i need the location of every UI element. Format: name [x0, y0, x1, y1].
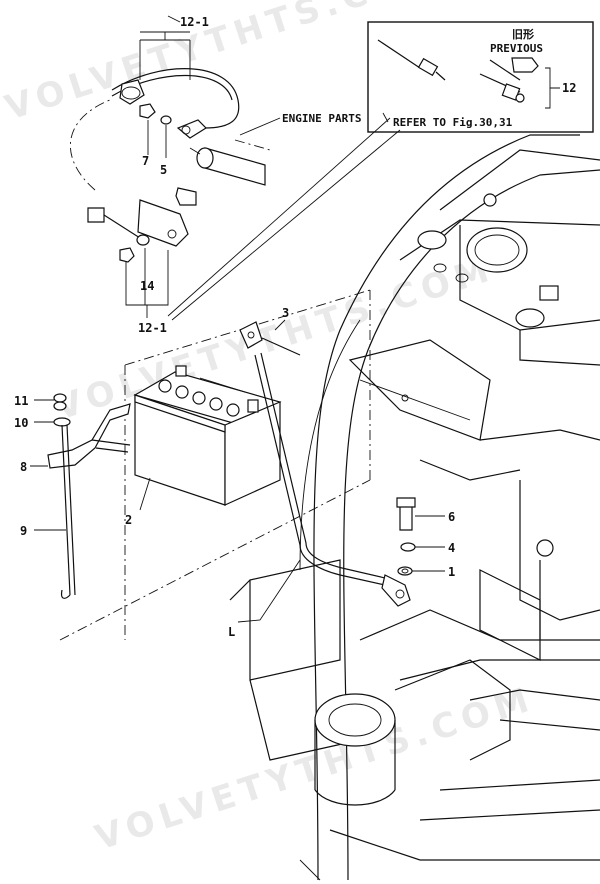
callout-12-1-top: 12-1: [180, 15, 209, 29]
callout-5: 5: [160, 163, 167, 177]
callout-brackets: 12-1 7 5 14 12-1 ENGINE PARTS: [125, 15, 361, 335]
refer-to-note: REFER TO Fig.30,31: [393, 116, 513, 129]
callout-12: 12: [562, 81, 576, 95]
callout-9: 9: [20, 524, 27, 538]
old-type-label: 旧形: [512, 28, 534, 41]
callout-12-1-bottom: 12-1: [138, 321, 167, 335]
machine-frame: [229, 134, 600, 881]
bolt-washers: 6 4 1: [396, 497, 455, 579]
callout-1: 1: [448, 565, 455, 579]
previous-label: PREVIOUS: [490, 42, 543, 55]
battery-cable-12-1: [87, 68, 266, 263]
battery: 2: [125, 365, 282, 527]
inset-leader-lines: [167, 117, 401, 321]
callout-7: 7: [142, 154, 149, 168]
callout-11: 11: [14, 394, 28, 408]
callout-14: 14: [140, 279, 154, 293]
callout-10: 10: [14, 416, 28, 430]
battery-hold-down: 11 10 8 9: [14, 393, 131, 599]
callout-4: 4: [448, 541, 455, 555]
callout-3: 3: [282, 306, 289, 320]
engine-parts-label: ENGINE PARTS: [282, 112, 361, 125]
callout-6: 6: [448, 510, 455, 524]
callout-2: 2: [125, 513, 132, 527]
battery-cable-3: 3 L: [228, 306, 411, 639]
callout-8: 8: [20, 460, 27, 474]
callout-L: L: [228, 625, 235, 639]
inset-previous-box: 旧形 PREVIOUS 12 REFER TO Fig.30,31: [367, 21, 594, 133]
dashed-region-lines: [59, 79, 506, 641]
